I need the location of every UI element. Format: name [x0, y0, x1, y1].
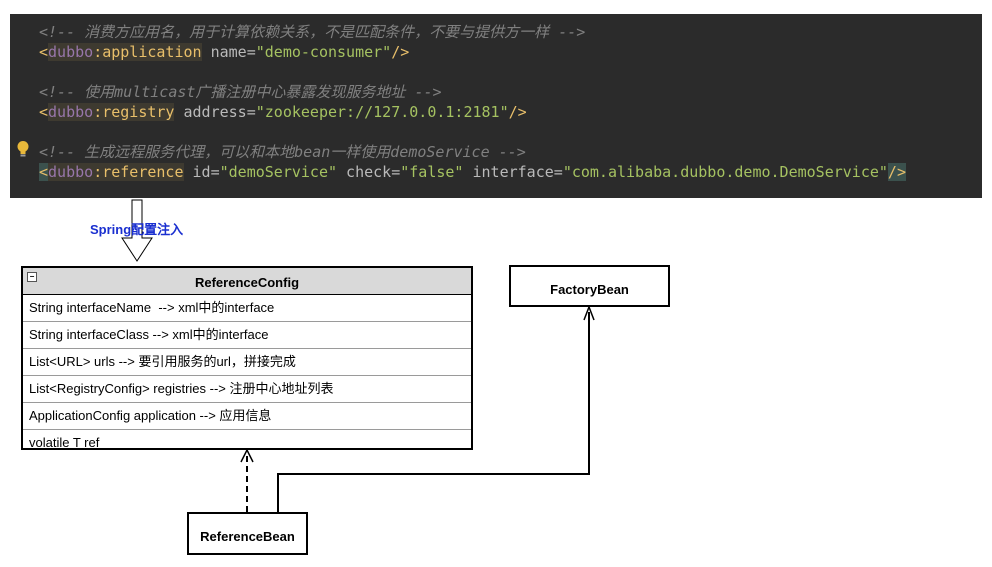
class-field: List<URL> urls --> 要引用服务的url，拼接完成 — [23, 349, 471, 376]
attr-value: "demoService" — [219, 163, 338, 181]
tag-colon: : — [93, 163, 103, 181]
tag-close: /> — [391, 43, 410, 61]
tag-open: < — [39, 163, 49, 181]
tag-name: application — [102, 43, 202, 61]
attr-value: "com.alibaba.dubbo.demo.DemoService" — [562, 163, 888, 181]
attr-name: address= — [174, 103, 256, 121]
tag-open: < — [39, 103, 49, 121]
code-line-registry: <dubbo:registry address="zookeeper://127… — [39, 102, 527, 122]
tag-name: registry — [102, 103, 175, 121]
inheritance-arrowhead — [240, 448, 254, 463]
code-comment-2: <!-- 使用multicast广播注册中心暴露发现服务地址 --> — [39, 82, 442, 102]
tag-close: /> — [887, 163, 906, 181]
implements-line — [277, 312, 590, 512]
class-field: String interfaceClass --> xml中的interface — [23, 322, 471, 349]
tag-namespace: dubbo — [48, 103, 94, 121]
spring-injection-arrow — [121, 199, 153, 262]
class-field: volatile T ref — [29, 435, 100, 450]
class-title: ReferenceBean — [200, 529, 295, 544]
class-title: ReferenceConfig — [194, 275, 300, 290]
code-editor: <!-- 消费方应用名，用于计算依赖关系，不是匹配条件，不要与提供方一样 -->… — [10, 14, 982, 198]
tag-colon: : — [93, 43, 103, 61]
tag-close: /> — [508, 103, 527, 121]
tag-namespace: dubbo — [48, 163, 94, 181]
reference-bean-class[interactable]: ReferenceBean — [187, 512, 308, 555]
comment-text: <!-- 生成远程服务代理，可以和本地bean一样使用demoService -… — [39, 143, 526, 161]
reference-config-class[interactable]: − ReferenceConfig String interfaceName -… — [21, 266, 473, 450]
spring-injection-label: Spring配置注入 — [90, 222, 184, 237]
comment-text: <!-- 消费方应用名，用于计算依赖关系，不是匹配条件，不要与提供方一样 --> — [39, 23, 586, 41]
class-field: ApplicationConfig application --> 应用信息 — [23, 403, 471, 430]
attr-name: id= — [183, 163, 220, 181]
tag-open: < — [39, 43, 49, 61]
code-comment-1: <!-- 消费方应用名，用于计算依赖关系，不是匹配条件，不要与提供方一样 --> — [39, 22, 585, 42]
tag-name: reference — [102, 163, 184, 181]
attr-value: "false" — [400, 163, 464, 181]
factory-bean-class[interactable]: FactoryBean — [509, 265, 670, 307]
attr-name: check= — [337, 163, 401, 181]
tag-namespace: dubbo — [48, 43, 94, 61]
class-field: List<RegistryConfig> registries --> 注册中心… — [23, 376, 471, 403]
class-header: − ReferenceConfig — [23, 268, 471, 295]
attr-name: interface= — [463, 163, 563, 181]
collapse-icon[interactable]: − — [27, 272, 37, 282]
code-comment-3: <!-- 生成远程服务代理，可以和本地bean一样使用demoService -… — [39, 142, 526, 162]
attr-value: "demo-consumer" — [255, 43, 392, 61]
lightbulb-icon[interactable] — [16, 140, 30, 158]
class-field: String interfaceName --> xml中的interface — [23, 295, 471, 322]
code-line-reference: <dubbo:reference id="demoService" check=… — [39, 162, 906, 182]
class-title: FactoryBean — [550, 282, 629, 297]
attr-value: "zookeeper://127.0.0.1:2181" — [255, 103, 509, 121]
attr-name: name= — [201, 43, 256, 61]
comment-text: <!-- 使用multicast广播注册中心暴露发现服务地址 --> — [39, 83, 442, 101]
implements-arrowhead — [583, 304, 595, 321]
tag-colon: : — [93, 103, 103, 121]
code-line-application: <dubbo:application name="demo-consumer"/… — [39, 42, 409, 62]
